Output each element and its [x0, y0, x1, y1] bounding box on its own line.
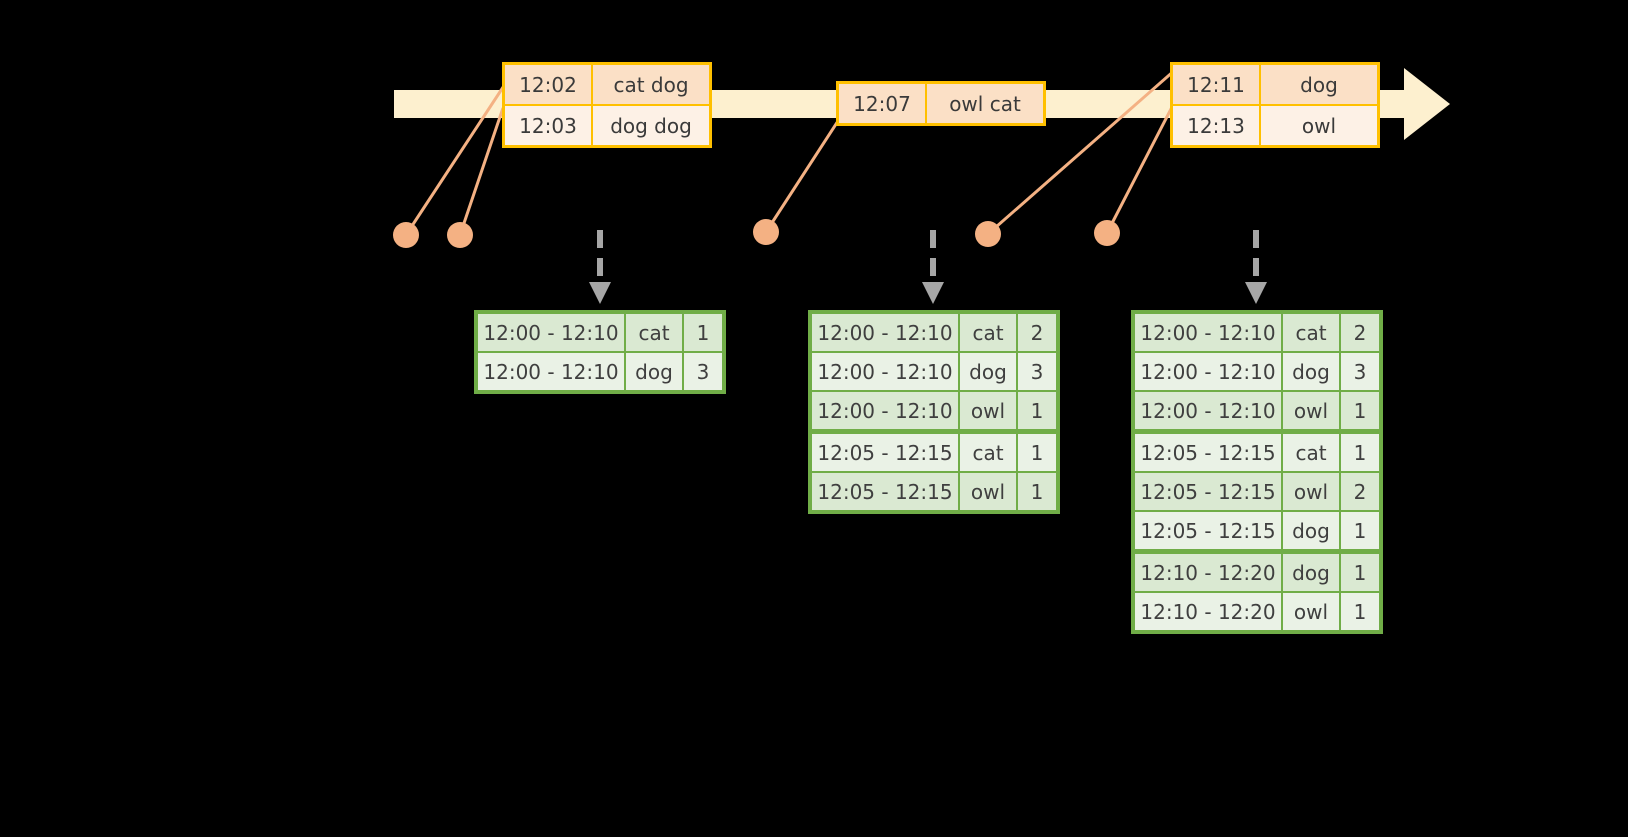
cell-count: 3	[684, 353, 722, 390]
event-value: owl	[1261, 106, 1377, 145]
connector-dot-5	[1094, 220, 1120, 246]
cell-window: 12:00 - 12:10	[1135, 392, 1283, 429]
cell-key: dog	[960, 353, 1018, 390]
event-value: dog	[1261, 65, 1377, 104]
cell-count: 3	[1018, 353, 1056, 390]
cell-key: dog	[626, 353, 684, 390]
connector-dot-4	[975, 221, 1001, 247]
cell-key: owl	[1283, 473, 1341, 510]
cell-count: 1	[1341, 593, 1379, 630]
event-value: owl cat	[927, 84, 1043, 123]
cell-key: owl	[1283, 392, 1341, 429]
cell-window: 12:00 - 12:10	[1135, 353, 1283, 390]
cell-count: 2	[1341, 473, 1379, 510]
event-value: cat dog	[593, 65, 709, 104]
event-time: 12:13	[1173, 106, 1261, 145]
cell-window: 12:00 - 12:10	[812, 314, 960, 351]
cell-count: 1	[1341, 434, 1379, 471]
flow-arrow-1-icon	[589, 230, 611, 304]
timeline-arrow-head	[1404, 68, 1450, 140]
connector-dot-3	[753, 219, 779, 245]
event-time: 12:07	[839, 84, 927, 123]
cell-key: dog	[1283, 554, 1341, 591]
connector-dot-2	[447, 222, 473, 248]
cell-window: 12:00 - 12:10	[1135, 314, 1283, 351]
cell-key: cat	[1283, 314, 1341, 351]
event-row: 12:07 owl cat	[839, 84, 1043, 123]
cell-window: 12:00 - 12:10	[812, 392, 960, 429]
event-row: 12:13 owl	[1173, 104, 1377, 145]
flow-arrow-2-icon	[922, 230, 944, 304]
cell-key: cat	[626, 314, 684, 351]
cell-key: owl	[1283, 593, 1341, 630]
cell-count: 1	[1341, 554, 1379, 591]
event-group-1: 12:02 cat dog 12:03 dog dog	[502, 62, 712, 148]
event-time: 12:03	[505, 106, 593, 145]
event-row: 12:03 dog dog	[505, 104, 709, 145]
connector-dot-1	[393, 222, 419, 248]
cell-count: 3	[1341, 353, 1379, 390]
cell-key: owl	[960, 473, 1018, 510]
cell-window: 12:05 - 12:15	[1135, 512, 1283, 549]
event-time: 12:02	[505, 65, 593, 104]
cell-key: cat	[960, 434, 1018, 471]
cell-count: 1	[1018, 473, 1056, 510]
connector-dot-5-line	[1105, 106, 1174, 234]
cell-window: 12:05 - 12:15	[812, 434, 960, 471]
cell-count: 1	[1341, 512, 1379, 549]
cell-window: 12:00 - 12:10	[478, 353, 626, 390]
cell-key: dog	[1283, 512, 1341, 549]
cell-window: 12:05 - 12:15	[1135, 434, 1283, 471]
cell-window: 12:00 - 12:10	[478, 314, 626, 351]
event-time: 12:11	[1173, 65, 1261, 104]
event-value: dog dog	[593, 106, 709, 145]
cell-window: 12:10 - 12:20	[1135, 554, 1283, 591]
cell-window: 12:00 - 12:10	[812, 353, 960, 390]
cell-count: 1	[1341, 392, 1379, 429]
flow-arrow-3-icon	[1245, 230, 1267, 304]
cell-key: owl	[960, 392, 1018, 429]
event-row: 12:02 cat dog	[505, 65, 709, 104]
cell-window: 12:10 - 12:20	[1135, 593, 1283, 630]
cell-count: 2	[1341, 314, 1379, 351]
event-row: 12:11 dog	[1173, 65, 1377, 104]
cell-count: 2	[1018, 314, 1056, 351]
cell-key: cat	[960, 314, 1018, 351]
connector-dot-2-line	[458, 107, 505, 236]
cell-key: dog	[1283, 353, 1341, 390]
event-group-3: 12:11 dog 12:13 owl	[1170, 62, 1380, 148]
cell-key: cat	[1283, 434, 1341, 471]
cell-count: 1	[684, 314, 722, 351]
cell-window: 12:05 - 12:15	[812, 473, 960, 510]
cell-count: 1	[1018, 392, 1056, 429]
cell-count: 1	[1018, 434, 1056, 471]
event-group-2: 12:07 owl cat	[836, 81, 1046, 126]
cell-window: 12:05 - 12:15	[1135, 473, 1283, 510]
